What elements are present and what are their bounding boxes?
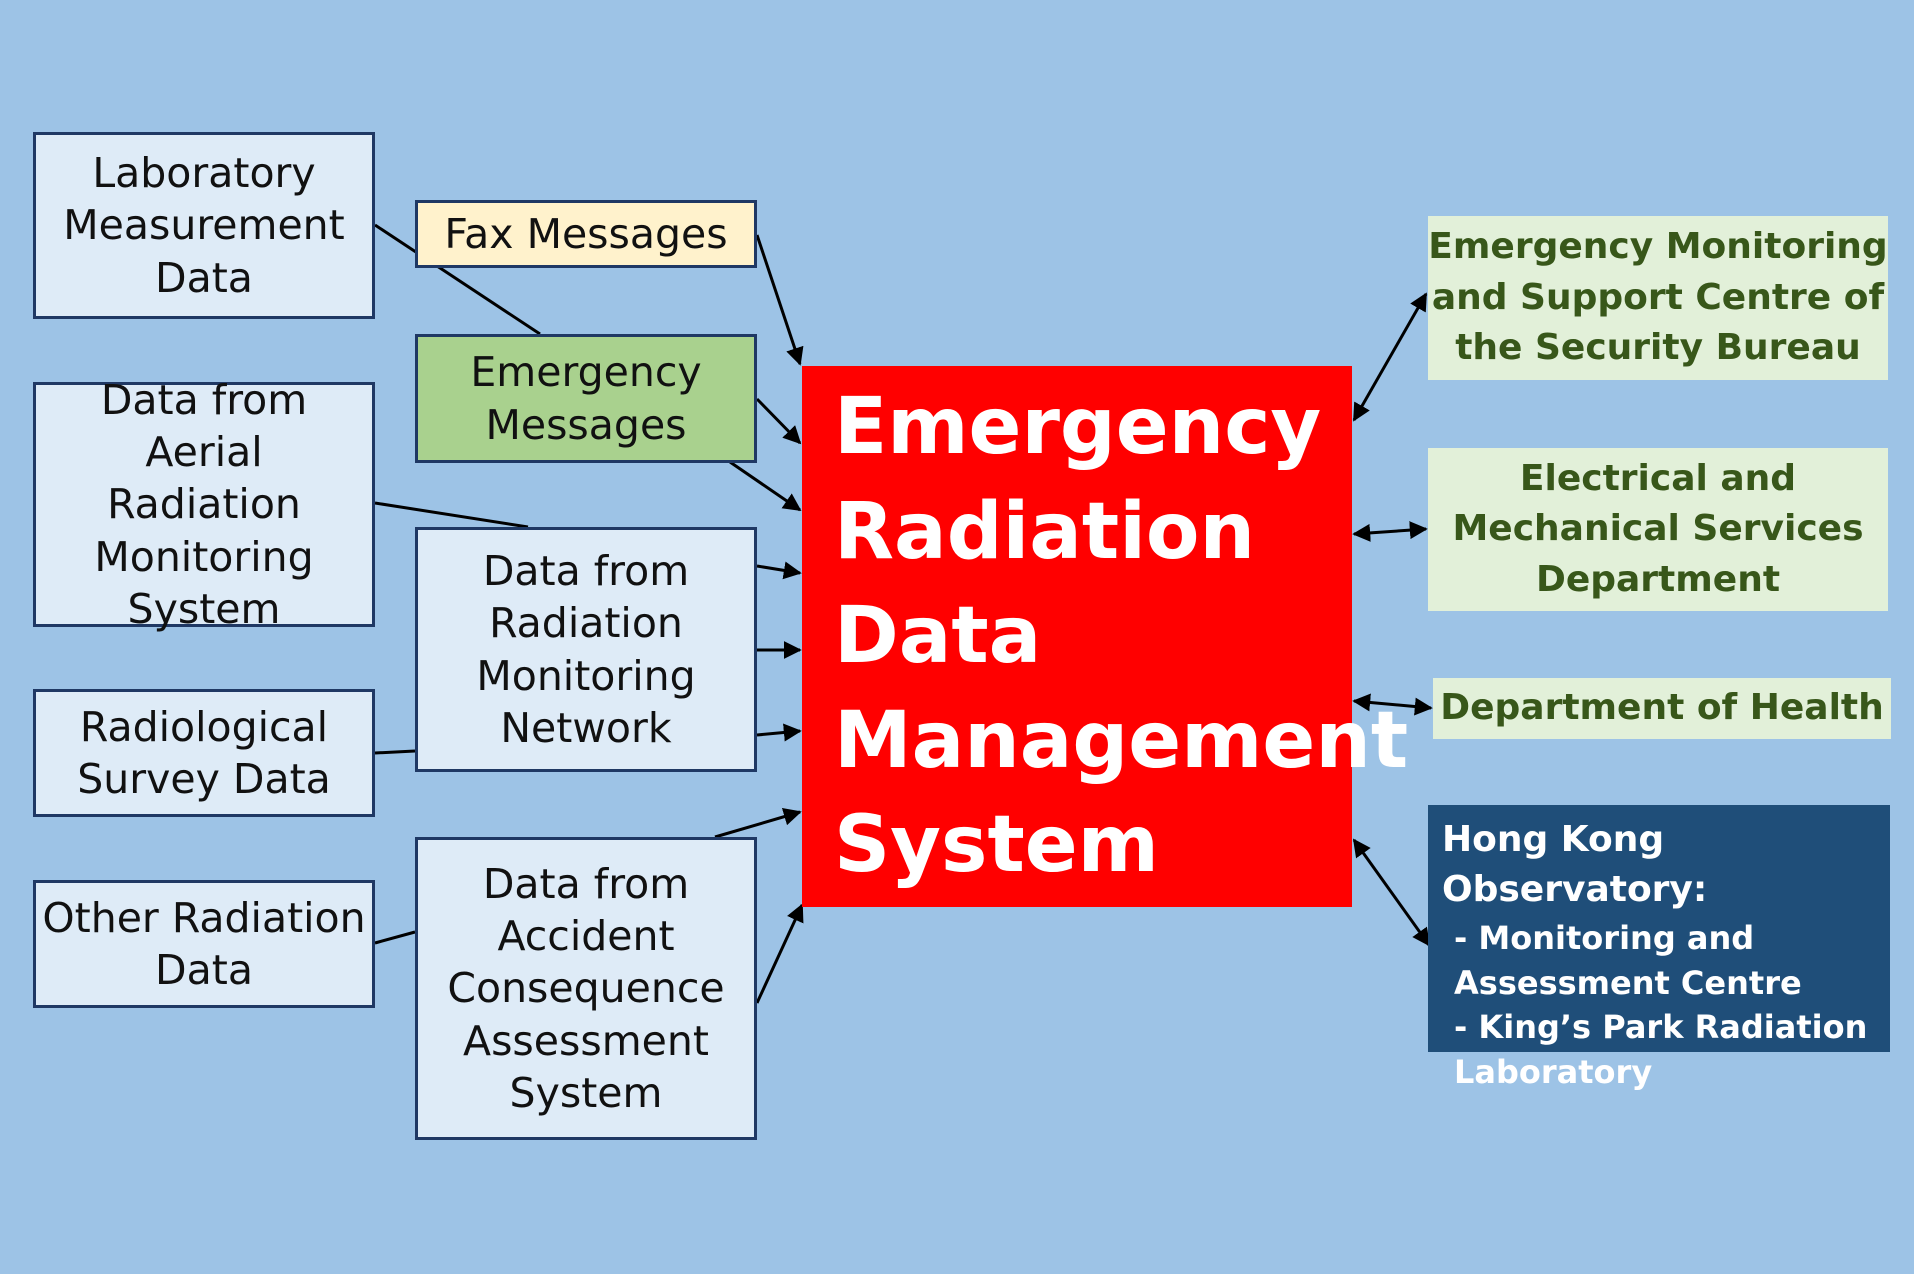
central-system-title: Emergency Radiation Data Management Syst… [834, 382, 1409, 891]
emsd-box: Electrical and Mechanical Services Depar… [1428, 448, 1888, 611]
arrow-central-emsd [1352, 521, 1428, 542]
arrow-fax-to-central [755, 234, 804, 366]
radiological-survey-data-box: Radiological Survey Data [33, 689, 375, 817]
hko-item-kings-park-laboratory: - King’s Park Radiation Laboratory [1454, 1008, 1868, 1092]
radiological-survey-data-label: Radiological Survey Data [77, 702, 331, 803]
fax-messages-label: Fax Messages [444, 209, 728, 258]
arrow-accident-top-to-central [714, 807, 802, 839]
other-radiation-data-box: Other Radiation Data [33, 880, 375, 1008]
hko-item-monitoring-centre: - Monitoring and Assessment Centre [1454, 918, 1802, 1002]
fax-messages-box: Fax Messages [415, 200, 757, 268]
arrow-network-top-to-central [756, 561, 802, 580]
radiation-monitoring-network-label: Data from Radiation Monitoring Network [476, 547, 696, 752]
security-bureau-label: Emergency Monitoring and Support Centre … [1428, 226, 1888, 369]
central-system-box: Emergency Radiation Data Management Syst… [802, 366, 1408, 907]
arrow-accident-to-central [755, 903, 804, 1004]
arrow-network-bottom-to-central [756, 723, 802, 742]
aerial-radiation-data-label: Data from Aerial Radiation Monitoring Sy… [94, 376, 314, 633]
arrow-emergency-to-central [755, 397, 802, 445]
hong-kong-observatory-title: Hong Kong Observatory: [1442, 819, 1708, 911]
security-bureau-box: Emergency Monitoring and Support Centre … [1428, 216, 1888, 380]
accident-consequence-assessment-box: Data from Accident Consequence Assessmen… [415, 837, 757, 1140]
aerial-radiation-data-box: Data from Aerial Radiation Monitoring Sy… [33, 376, 375, 633]
laboratory-measurement-data-box: Laboratory Measurement Data [33, 132, 375, 319]
arrow-central-security [1352, 292, 1428, 422]
arrow-central-hko [1352, 838, 1431, 947]
emergency-messages-label: Emergency Messages [470, 348, 702, 449]
link-aerial-to-network [374, 501, 529, 529]
radiation-monitoring-network-box: Data from Radiation Monitoring Network [415, 527, 757, 772]
department-of-health-box: Department of Health [1433, 678, 1891, 739]
laboratory-measurement-data-label: Laboratory Measurement Data [63, 149, 345, 302]
arrow-emergency-bottom-to-central [729, 460, 802, 512]
link-survey-to-network [374, 749, 416, 755]
department-of-health-label: Department of Health [1440, 687, 1884, 729]
emergency-messages-box: Emergency Messages [415, 334, 757, 463]
hong-kong-observatory-box: Hong Kong Observatory: - Monitoring and … [1428, 805, 1890, 1091]
link-other-to-accident [374, 930, 416, 945]
arrow-central-health [1352, 693, 1433, 716]
link-lab-to-emergency [374, 223, 541, 336]
emsd-label: Electrical and Mechanical Services Depar… [1452, 457, 1864, 600]
accident-consequence-assessment-label: Data from Accident Consequence Assessmen… [447, 860, 725, 1117]
other-radiation-data-label: Other Radiation Data [42, 893, 366, 994]
